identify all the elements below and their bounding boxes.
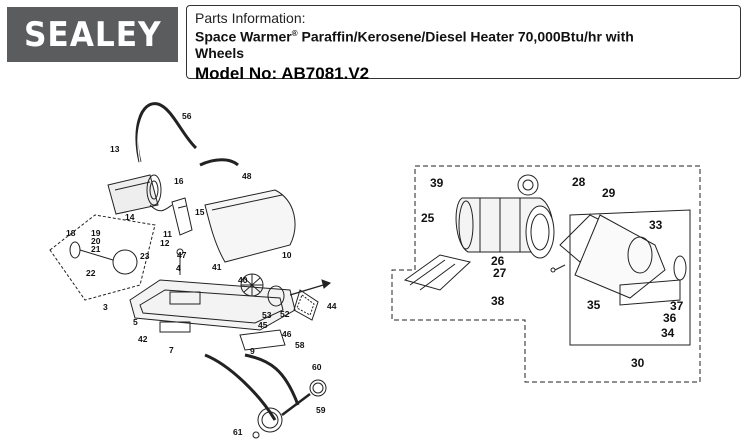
part-label-16: 16	[174, 176, 184, 186]
model-number: Model No: AB7081.V2	[195, 63, 370, 83]
part-label-20: 20	[91, 236, 101, 246]
part-label-33: 33	[649, 218, 663, 232]
part-label-35: 35	[587, 298, 601, 312]
product-title-line2: Wheels	[195, 44, 245, 61]
part-label-46: 46	[282, 329, 292, 339]
parts-info-box: Parts Information: Space Warmer® Paraffi…	[186, 5, 741, 83]
part-label-14: 14	[125, 212, 135, 222]
part-label-41: 41	[212, 262, 222, 272]
part-label-45: 45	[258, 320, 268, 330]
part-label-5: 5	[133, 317, 138, 327]
part-label-39: 39	[430, 176, 444, 190]
part-label-28: 28	[572, 175, 586, 189]
logo-text: SEALEY	[23, 14, 162, 55]
part-label-53: 53	[262, 310, 272, 320]
part-label-3: 3	[103, 302, 108, 312]
part-label-58: 58	[295, 340, 305, 350]
part-label-52: 52	[280, 309, 290, 319]
part-label-11: 11	[163, 229, 172, 239]
part-label-60: 60	[312, 362, 322, 372]
part-label-36: 36	[663, 311, 677, 325]
part-label-44: 44	[327, 301, 337, 311]
part-label-56: 56	[182, 111, 192, 121]
part-label-10: 10	[282, 250, 292, 260]
part-label-15: 15	[195, 207, 205, 217]
registered-mark: ®	[291, 29, 298, 38]
part-label-9: 9	[250, 346, 255, 356]
part-label-47: 47	[177, 250, 187, 260]
parts-heading: Parts Information:	[195, 10, 306, 26]
sealey-logo: SEALEY	[7, 7, 178, 62]
part-label-42: 42	[138, 334, 148, 344]
part-label-4: 4	[176, 263, 181, 273]
part-label-19: 19	[91, 228, 101, 238]
part-label-61: 61	[233, 427, 243, 437]
part-label-18: 18	[66, 228, 76, 238]
part-label-25: 25	[421, 211, 435, 225]
part-label-23: 23	[140, 251, 150, 261]
product-title: Space Warmer® Paraffin/Kerosene/Diesel H…	[195, 26, 732, 45]
part-label-38: 38	[491, 294, 505, 308]
part-label-26: 26	[491, 254, 505, 268]
part-label-29: 29	[602, 186, 616, 200]
part-label-27: 27	[493, 266, 507, 280]
part-label-40: 40	[238, 275, 248, 285]
part-label-12: 12	[160, 238, 170, 248]
part-label-48: 48	[242, 171, 252, 181]
right-assembly-drawing	[391, 165, 701, 383]
part-label-37: 37	[670, 299, 684, 313]
part-label-59: 59	[316, 405, 326, 415]
part-label-34: 34	[661, 326, 675, 340]
part-label-22: 22	[86, 268, 96, 278]
title-main: Space Warmer	[195, 28, 292, 45]
title-rest: Paraffin/Kerosene/Diesel Heater 70,000Bt…	[297, 28, 634, 45]
part-label-13: 13	[110, 144, 120, 154]
part-label-7: 7	[169, 345, 174, 355]
part-label-30: 30	[631, 356, 645, 370]
part-label-21: 21	[91, 244, 101, 254]
left-assembly-drawing	[49, 102, 331, 439]
